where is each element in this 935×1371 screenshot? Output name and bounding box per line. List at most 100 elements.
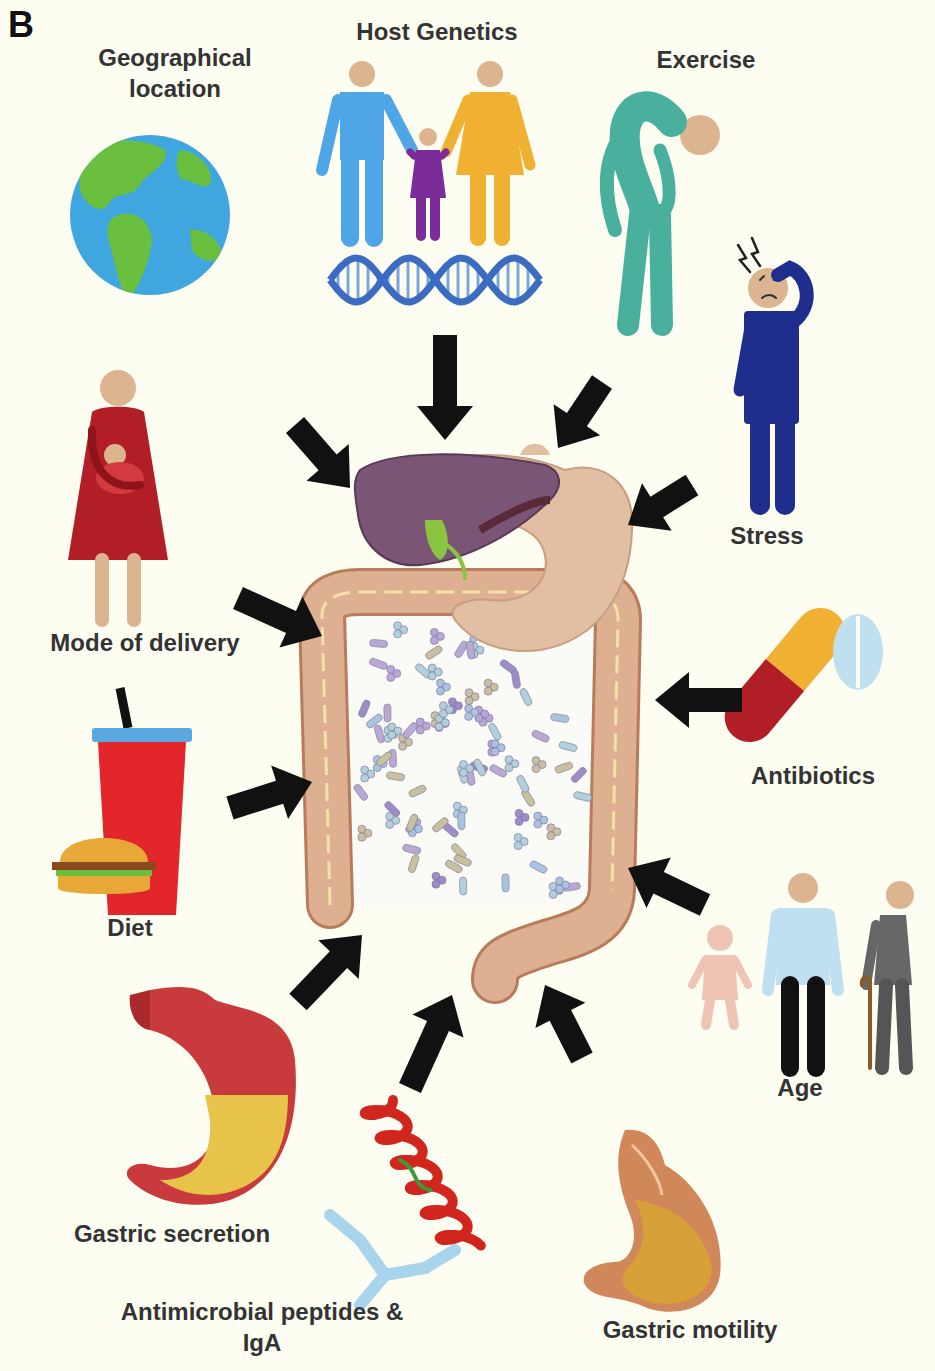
bacterium [529, 860, 548, 874]
factor-label: Host Genetics [307, 16, 567, 47]
bacterium [353, 783, 369, 802]
factor-label: Gastric motility [570, 1314, 810, 1345]
stomach-motility [584, 1130, 721, 1312]
factor-label: Geographical location [70, 42, 280, 104]
bacterium [384, 704, 391, 722]
bacterium [444, 859, 463, 874]
factor-label: Diet [70, 912, 190, 943]
bacterium [428, 672, 436, 680]
bacterium [466, 641, 475, 660]
bacterium [394, 630, 402, 638]
dna-strand [330, 258, 540, 302]
bacterium [532, 765, 540, 773]
dna-rung [467, 260, 470, 300]
bacterium [554, 761, 573, 773]
bacterium [386, 771, 405, 781]
bacterium [491, 748, 499, 756]
bacterium [399, 742, 407, 750]
bacterium [435, 724, 443, 732]
bacterium [387, 673, 395, 681]
bacterium [465, 712, 473, 720]
bacterium [573, 791, 592, 802]
bacterium [458, 812, 465, 830]
bacterium [558, 741, 577, 752]
mother-figure [68, 370, 168, 620]
factor-label: Gastric secretion [42, 1218, 302, 1249]
dna-rung [457, 258, 460, 301]
bacterium [375, 751, 393, 768]
bacterium [547, 832, 555, 840]
digestive-tract [322, 444, 632, 980]
bacterium [402, 844, 421, 855]
bacterium [369, 639, 388, 648]
factor-label: Mode of delivery [15, 627, 275, 658]
influence-arrow [655, 672, 742, 728]
bacterium [432, 880, 440, 888]
antibiotic-pills [714, 598, 883, 753]
influence-arrow [399, 995, 463, 1093]
dna-rung [507, 259, 510, 300]
influence-arrow [289, 935, 362, 1010]
bacterium [570, 766, 588, 784]
fast-food-icon [52, 688, 192, 915]
bacterium [386, 820, 394, 828]
bacterium [465, 697, 473, 705]
factor-label: Age [740, 1072, 860, 1103]
bacterium [402, 721, 419, 739]
influence-arrow [535, 985, 592, 1063]
bacterium [484, 687, 492, 695]
influence-arrow [554, 375, 612, 448]
factor-label: Antibiotics [713, 760, 913, 791]
bacterium [358, 699, 371, 718]
dna-rung [407, 258, 410, 302]
dna-rung [417, 261, 420, 298]
bacterium [489, 764, 508, 779]
bacterium [408, 784, 427, 798]
bacterium [424, 645, 443, 661]
bacterium [361, 774, 369, 782]
bacterium [519, 687, 533, 706]
dna-rung [517, 259, 520, 302]
influence-arrow [286, 417, 350, 488]
stomach-secretion [127, 987, 296, 1205]
bacterium [358, 833, 366, 841]
bacterium [550, 713, 569, 723]
influence-arrow [226, 766, 312, 820]
dna-rung [347, 261, 350, 300]
stress-figure [738, 238, 807, 505]
globe-icon [70, 135, 230, 300]
bacterium [534, 820, 542, 828]
bacterium [436, 687, 444, 695]
factor-label: Antimicrobial peptides & IgA [102, 1296, 422, 1358]
bacterium [408, 854, 420, 873]
dna-icon [330, 258, 540, 302]
influence-arrow [233, 587, 322, 647]
bacterium [514, 842, 522, 850]
age-figures [692, 873, 914, 1068]
bacterium [505, 764, 513, 772]
bacterium [502, 874, 509, 892]
panel-letter: B [8, 2, 68, 49]
bacterium [435, 723, 443, 731]
peptide-antibody [330, 1100, 481, 1305]
bacterium [473, 758, 487, 777]
influence-arrow [417, 335, 473, 440]
exercise-figure [607, 106, 720, 325]
bacterium [388, 731, 396, 739]
dna-rung [357, 258, 360, 302]
influence-arrow [628, 475, 698, 531]
bacterium [516, 774, 530, 793]
bacterium [431, 816, 449, 833]
bacterium [383, 800, 401, 818]
bacterium [374, 724, 386, 743]
dna-strand [330, 258, 540, 302]
bacterium [556, 885, 564, 893]
bacterium [369, 657, 388, 670]
bacterium [405, 813, 418, 832]
bacterium [511, 670, 521, 689]
factor-label: Exercise [606, 44, 806, 75]
bacterium [459, 877, 466, 895]
bacterium [430, 636, 438, 644]
bacterium [439, 710, 447, 718]
